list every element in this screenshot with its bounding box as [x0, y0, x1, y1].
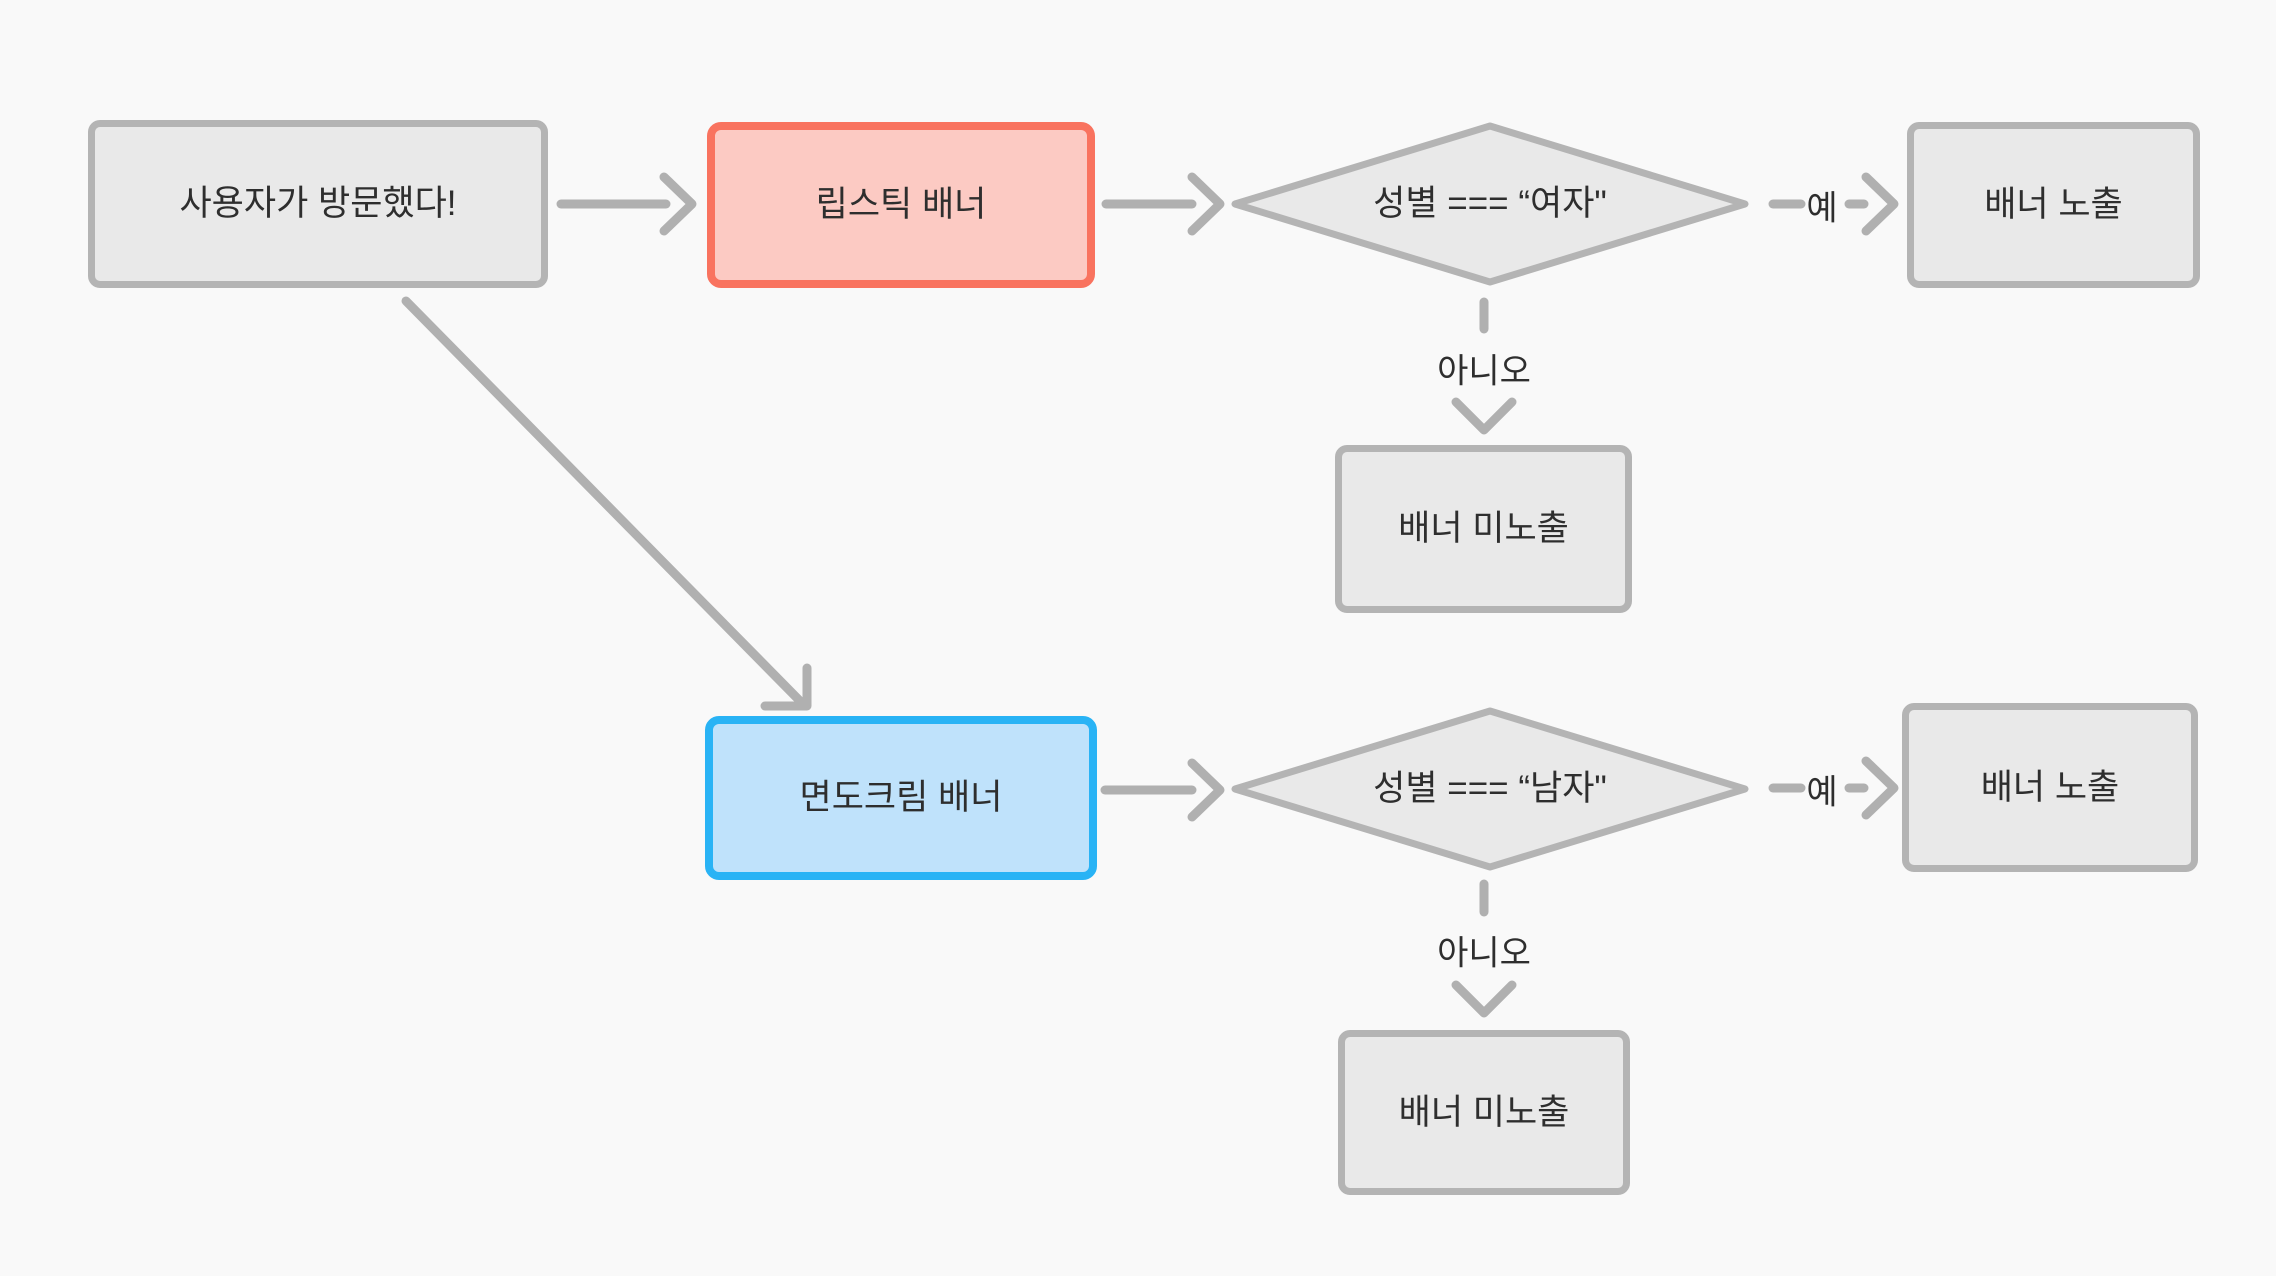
node-banner-hidden-1-label: 배너 미노출 — [1398, 509, 1569, 549]
node-female-condition: 성별 === “여자" — [1230, 121, 1750, 287]
arrow-male-condition-yes — [1768, 756, 1899, 820]
edge-label-yes-1: 예 — [1806, 189, 1838, 228]
node-lipstick-banner: 립스틱 배너 — [707, 122, 1095, 288]
node-banner-shown-1: 배너 노출 — [1907, 122, 2200, 288]
node-banner-shown-1-label: 배너 노출 — [1984, 185, 2123, 225]
arrow-lipstick-to-female-condition — [1101, 172, 1225, 236]
diamond-shape — [1231, 122, 1749, 286]
edge-label-yes-2: 예 — [1806, 773, 1838, 812]
arrow-male-condition-no — [1451, 879, 1517, 1018]
edge-label-no-1: 아니오 — [1437, 352, 1531, 391]
diamond-shape — [1231, 707, 1749, 871]
node-lipstick-banner-label: 립스틱 배너 — [815, 185, 987, 225]
arrow-female-condition-no — [1451, 297, 1517, 435]
node-banner-hidden-2: 배너 미노출 — [1338, 1030, 1630, 1195]
node-shaving-cream-banner: 면도크림 배너 — [705, 716, 1097, 880]
node-banner-shown-2-label: 배너 노출 — [1980, 767, 2120, 807]
node-start: 사용자가 방문했다! — [88, 120, 548, 288]
node-banner-hidden-1: 배너 미노출 — [1335, 445, 1632, 613]
node-start-label: 사용자가 방문했다! — [179, 184, 457, 224]
arrow-female-condition-yes — [1768, 172, 1899, 236]
node-shaving-cream-banner-label: 면도크림 배너 — [799, 778, 1003, 818]
edge-label-no-2: 아니오 — [1437, 934, 1531, 973]
node-banner-hidden-2-label: 배너 미노출 — [1398, 1092, 1570, 1132]
arrow-shaving-cream-to-male-condition — [1100, 758, 1225, 822]
arrow-start-to-lipstick — [556, 172, 697, 236]
node-banner-shown-2: 배너 노출 — [1902, 703, 2198, 872]
node-female-condition-label: 성별 === “여자" — [1373, 184, 1607, 224]
node-male-condition: 성별 === “남자" — [1230, 706, 1750, 872]
arrow-start-to-shaving-cream — [401, 296, 812, 711]
node-male-condition-label: 성별 === “남자" — [1373, 769, 1607, 809]
